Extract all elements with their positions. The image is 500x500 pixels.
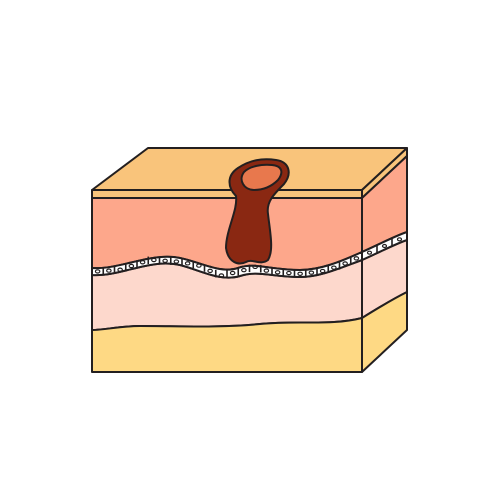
basal-cell-nucleus	[366, 250, 373, 255]
basal-cell-nucleus	[218, 273, 225, 278]
basal-cells	[94, 237, 403, 278]
basal-cell-nucleus	[196, 263, 202, 268]
stratum-corneum-front	[91, 189, 363, 199]
basal-cell-nucleus	[173, 259, 180, 264]
basal-cell-nucleus	[207, 268, 213, 274]
basal-cell-nucleus	[381, 243, 388, 249]
basal-cell-nucleus	[139, 260, 146, 265]
basal-cell-nucleus	[151, 257, 157, 263]
lesion-cap	[240, 163, 283, 191]
basal-cell-nucleus	[353, 256, 360, 261]
basal-cell-nucleus	[117, 267, 123, 272]
epidermis-front	[91, 197, 363, 271]
basal-cell-nucleus	[229, 270, 236, 276]
basal-cell-nucleus	[128, 263, 135, 269]
subcutaneous-side	[361, 291, 408, 373]
basal-cell-nucleus	[274, 270, 281, 275]
basal-cell-nucleus	[297, 271, 303, 276]
basal-cell-nucleus	[396, 237, 403, 242]
basal-cell-nucleus	[184, 261, 191, 266]
subcutaneous-front	[91, 317, 363, 373]
basal-cell-nucleus	[286, 270, 292, 276]
basal-cell-nucleus	[106, 268, 112, 273]
basal-cell-nucleus	[308, 270, 315, 275]
basal-cell-nucleus	[241, 267, 247, 273]
basal-cell-nucleus	[331, 265, 337, 270]
basal-cell-nucleus	[94, 269, 101, 274]
basal-cell-nucleus	[263, 268, 270, 273]
basal-cell-nucleus	[162, 258, 168, 264]
basal-cell-nucleus	[342, 261, 348, 266]
basal-layer-side	[361, 231, 408, 261]
basal-cell-nucleus	[319, 268, 326, 274]
basal-cell-nucleus	[252, 264, 258, 270]
